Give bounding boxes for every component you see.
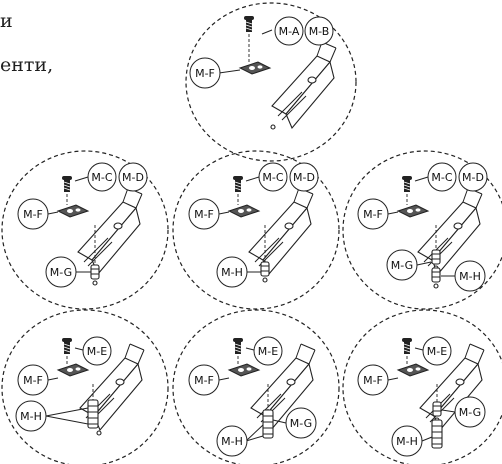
label-m-b: M-B [304, 16, 334, 46]
label-m-d: M-D [118, 162, 148, 192]
svg-text:M-C: M-C [91, 171, 112, 184]
panel-4-outline [342, 150, 502, 310]
svg-text:M-D: M-D [462, 171, 484, 184]
svg-text:M-F: M-F [194, 374, 214, 387]
label-m-f: M-F [188, 198, 230, 230]
panel-1-outline [185, 2, 357, 162]
svg-text:M-H: M-H [20, 410, 42, 423]
panel-7: M-E M-F M-G M-H [342, 309, 502, 464]
label-m-g: M-G [45, 256, 91, 288]
label-m-f: M-F [17, 198, 59, 230]
label-m-f: M-F [357, 198, 399, 230]
label-m-f: M-F [17, 364, 59, 396]
svg-text:M-G: M-G [391, 259, 413, 272]
label-m-e: M-E [74, 336, 112, 366]
panel-6: M-E M-F M-H M-G [172, 309, 340, 464]
panel-3: M-C M-D M-F M-H [172, 150, 340, 310]
cut-text-line-1: и [0, 10, 13, 32]
label-m-a: M-A [261, 16, 304, 46]
svg-text:M-C: M-C [431, 171, 452, 184]
svg-text:M-G: M-G [459, 406, 481, 419]
svg-text:M-D: M-D [293, 171, 315, 184]
label-m-d: M-D [289, 162, 319, 192]
label-m-c: M-C [74, 162, 117, 192]
label-m-h: M-H [216, 424, 264, 457]
panel-5: M-E M-F M-H [1, 309, 169, 464]
svg-text:M-G: M-G [290, 417, 312, 430]
svg-text:M-F: M-F [195, 67, 215, 80]
svg-text:M-F: M-F [23, 208, 43, 221]
label-m-f: M-F [357, 364, 399, 396]
svg-text:M-F: M-F [23, 374, 43, 387]
label-m-f: M-F [188, 364, 230, 396]
svg-text:M-C: M-C [262, 171, 283, 184]
svg-text:M-H: M-H [459, 270, 481, 283]
label-m-e: M-E [245, 336, 283, 366]
svg-text:M-E: M-E [87, 345, 107, 358]
panel-1: M-A M-B M-F [185, 2, 357, 162]
panel-3-outline [172, 150, 340, 310]
panel-5-outline [1, 309, 169, 464]
svg-text:M-E: M-E [258, 345, 278, 358]
svg-text:M-H: M-H [221, 266, 243, 279]
svg-text:M-D: M-D [122, 171, 144, 184]
label-m-h: M-H [216, 256, 261, 288]
panel-6-outline [172, 309, 340, 464]
svg-text:M-F: M-F [363, 208, 383, 221]
label-m-h: M-H [391, 425, 433, 457]
svg-text:M-A: M-A [279, 25, 300, 38]
label-m-h: M-H [441, 260, 486, 292]
label-m-c: M-C [245, 162, 288, 192]
label-m-e: M-E [414, 336, 452, 366]
label-m-c: M-C [414, 162, 457, 192]
panel-2-outline [1, 150, 169, 310]
panel-2: M-C M-D M-F M-G [1, 150, 169, 310]
svg-text:M-F: M-F [194, 208, 214, 221]
label-m-f: M-F [189, 57, 241, 89]
svg-text:M-H: M-H [396, 435, 418, 448]
panel-4: M-C M-D M-F M-G M-H [342, 150, 502, 310]
label-m-g: M-G [386, 249, 432, 281]
cut-text-line-2: енти, [0, 54, 54, 76]
svg-text:M-E: M-E [427, 345, 447, 358]
label-m-d: M-D [458, 162, 488, 192]
label-m-g: M-G [272, 407, 317, 439]
svg-text:M-H: M-H [221, 435, 243, 448]
label-m-h: M-H [15, 400, 89, 432]
svg-text:M-B: M-B [309, 25, 330, 38]
svg-text:M-G: M-G [50, 266, 72, 279]
label-m-g: M-G [441, 396, 486, 428]
svg-text:M-F: M-F [363, 374, 383, 387]
